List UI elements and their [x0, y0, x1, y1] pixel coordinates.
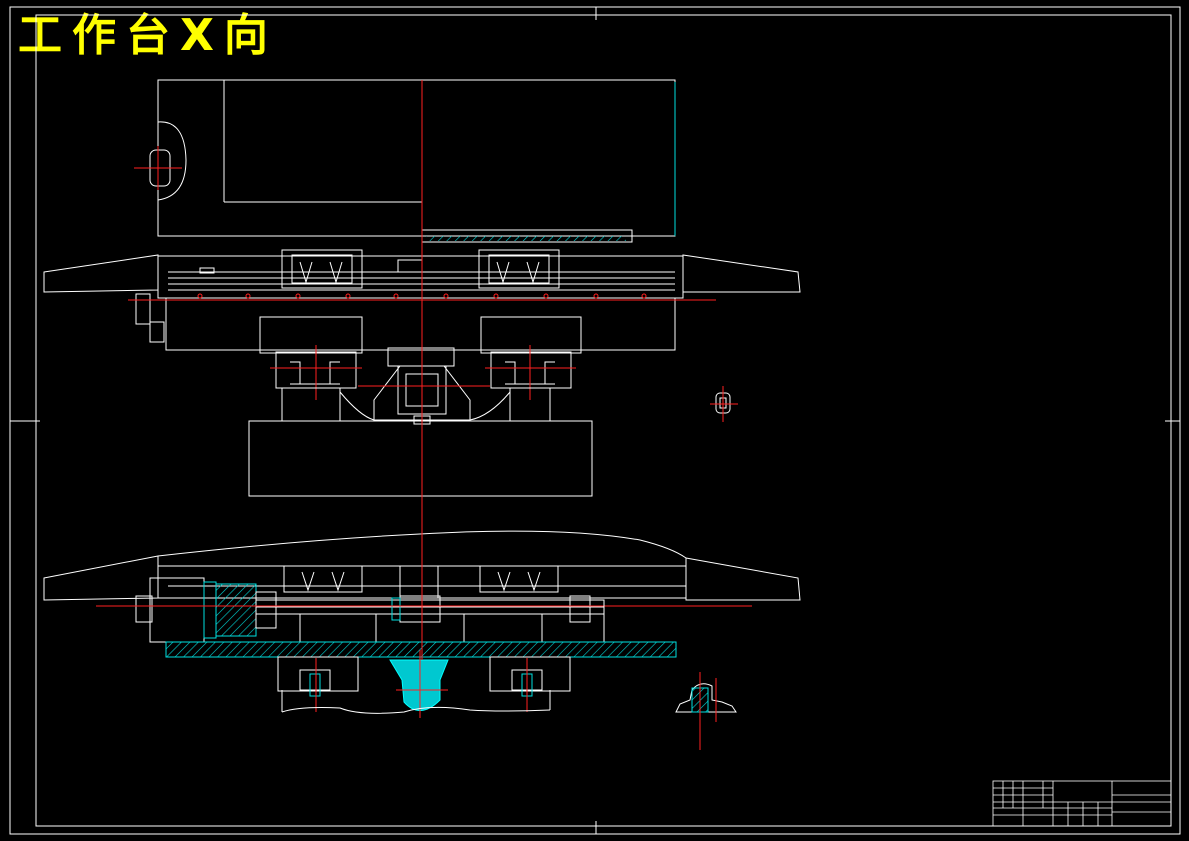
upper-view-table-assembly — [43, 79, 801, 520]
lower-view-ballscrew-section — [43, 520, 801, 718]
detail-view-small — [710, 386, 738, 422]
title-block — [992, 780, 1172, 827]
sheet-frame — [9, 6, 1181, 835]
detail-view-clamp — [675, 672, 737, 750]
bolt-holes-row — [197, 293, 647, 299]
drawing-title: 工作台X向 — [18, 10, 278, 61]
